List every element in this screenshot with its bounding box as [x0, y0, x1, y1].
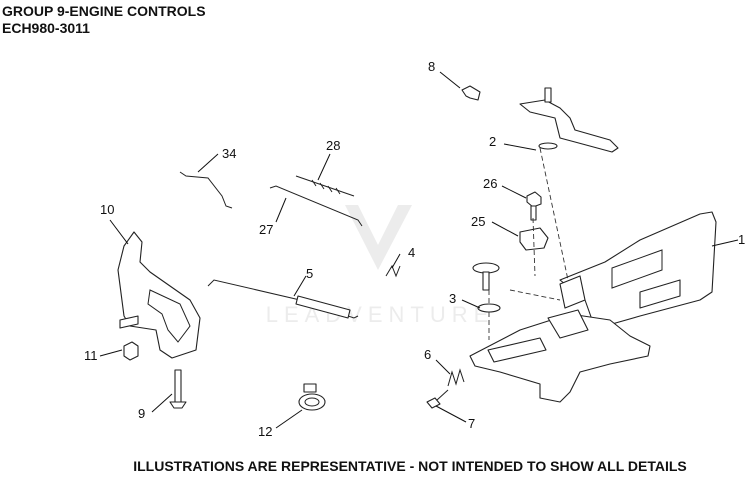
part-7-screw[interactable]	[426, 389, 449, 409]
part-9-bolt[interactable]	[169, 369, 187, 409]
part-4-spring[interactable]	[385, 264, 401, 278]
part-1-bracket[interactable]	[469, 211, 717, 403]
model-number: ECH980-3011	[2, 20, 90, 36]
part-28-spring[interactable]	[295, 175, 355, 197]
callout-5: 5	[306, 266, 313, 281]
part-34-rod[interactable]	[179, 171, 233, 209]
callout-4: 4	[408, 245, 415, 260]
callout-11: 11	[84, 348, 98, 363]
callout-28: 28	[326, 138, 340, 153]
leader-lines	[99, 71, 739, 429]
callout-12: 12	[258, 424, 272, 439]
callout-25: 25	[471, 214, 485, 229]
callout-10: 10	[100, 202, 114, 217]
callout-1: 1	[738, 232, 745, 247]
part-8-clip[interactable]	[461, 85, 481, 101]
part-27-rod[interactable]	[269, 185, 363, 227]
part-12-clamp[interactable]	[298, 383, 326, 411]
diagram-title: GROUP 9-ENGINE CONTROLS	[2, 3, 206, 19]
part-2-lever[interactable]	[519, 87, 619, 153]
callout-9: 9	[138, 406, 145, 421]
callout-7: 7	[468, 416, 475, 431]
part-10-plate[interactable]	[117, 231, 201, 359]
part-3-washer[interactable]	[477, 303, 501, 313]
part-25-clip[interactable]	[519, 227, 549, 251]
pivot-pin[interactable]	[472, 262, 500, 291]
watermark-text: LEADVENTURE	[266, 302, 495, 327]
part-5-spring[interactable]	[207, 279, 359, 319]
callout-34: 34	[222, 146, 236, 161]
part-11-nut[interactable]	[123, 341, 139, 361]
callout-27: 27	[259, 222, 273, 237]
callout-26: 26	[483, 176, 497, 191]
disclaimer-footer: ILLUSTRATIONS ARE REPRESENTATIVE - NOT I…	[133, 458, 687, 474]
watermark-logo-icon	[345, 205, 412, 270]
callout-labels: 1 2 3 4 5 6 7 8 9 10 11 12 25 26 27 28 3…	[84, 59, 745, 439]
callout-6: 6	[424, 347, 431, 362]
callout-8: 8	[428, 59, 435, 74]
callout-2: 2	[489, 134, 496, 149]
part-26-bolt[interactable]	[526, 191, 542, 221]
watermark: LEADVENTURE	[266, 205, 495, 327]
assembly-lines	[488, 147, 569, 340]
part-6-spring[interactable]	[447, 368, 465, 387]
callout-3: 3	[449, 291, 456, 306]
